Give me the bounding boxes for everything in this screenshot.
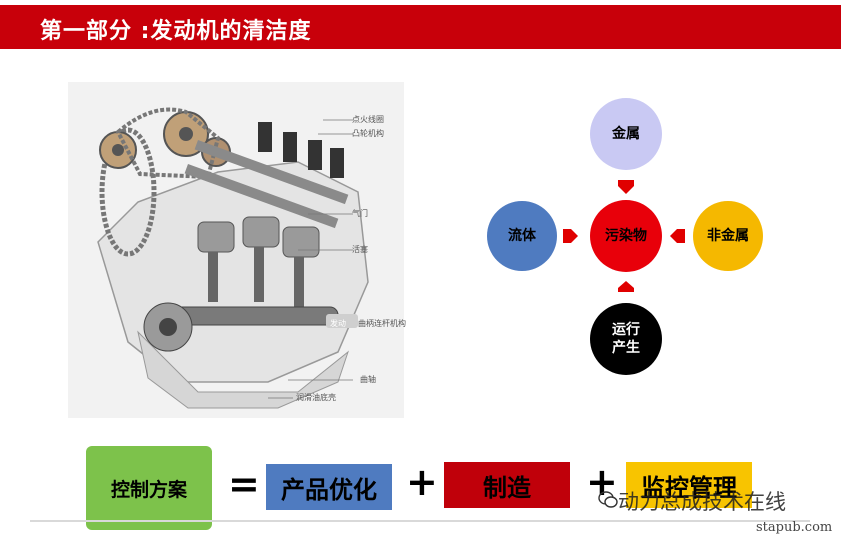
- arrow-down-icon: [618, 180, 634, 194]
- label-piston: 活塞: [352, 245, 368, 254]
- operation-label: 运行产生: [612, 322, 640, 356]
- manufacturing-box: 制造: [444, 462, 570, 508]
- product-optimization-label: 产品优化: [281, 475, 377, 504]
- nonmetal-circle: 非金属: [693, 201, 763, 271]
- equals-sign: =: [228, 462, 260, 506]
- label-oil-pan: 润滑油底壳: [296, 393, 336, 402]
- contaminant-label: 污染物: [605, 228, 647, 244]
- engine-drawing: [97, 107, 369, 409]
- control-plan-box: 控制方案: [86, 446, 212, 530]
- arrow-right-icon: [563, 229, 578, 243]
- watermark-text: 动力总成技术在线: [618, 490, 786, 514]
- product-optimization-box: 产品优化: [266, 464, 392, 510]
- label-spark-plug: 点火线圈: [352, 115, 384, 124]
- site-url: stapub.com: [756, 520, 833, 535]
- nonmetal-label: 非金属: [707, 228, 749, 244]
- page-title: 第一部分 :发动机的清洁度: [40, 19, 312, 44]
- contaminant-center-circle: 污染物: [590, 200, 662, 272]
- fluid-label: 流体: [508, 228, 536, 244]
- label-valve: 气门: [352, 209, 368, 218]
- manufacturing-label: 制造: [483, 473, 531, 502]
- monitoring-label: 监控管理: [641, 473, 737, 502]
- label-camshaft: 凸轮机构: [352, 129, 384, 138]
- engine-illustration: 点火线圈 凸轮机构 气门 活塞 发动 曲柄连杆机构 曲轴 润滑油底壳: [68, 82, 406, 418]
- operation-circle: 运行产生: [590, 303, 662, 375]
- monitoring-box: 监控管理: [626, 462, 752, 508]
- fluid-circle: 流体: [487, 201, 557, 271]
- label-stamp: 发动: [330, 319, 346, 328]
- label-crankshaft: 曲轴: [360, 375, 376, 384]
- metal-circle: 金属: [590, 98, 662, 170]
- metal-label: 金属: [612, 126, 640, 142]
- arrow-left-icon: [670, 229, 685, 243]
- footer-divider: [30, 520, 810, 522]
- title-bar: 第一部分 :发动机的清洁度: [0, 5, 841, 49]
- arrow-up-icon: [618, 281, 634, 292]
- control-plan-label: 控制方案: [110, 478, 187, 501]
- label-crank-mechanism: 曲柄连杆机构: [358, 319, 406, 328]
- wechat-icon: [598, 491, 618, 508]
- plus-sign-1: +: [406, 460, 438, 504]
